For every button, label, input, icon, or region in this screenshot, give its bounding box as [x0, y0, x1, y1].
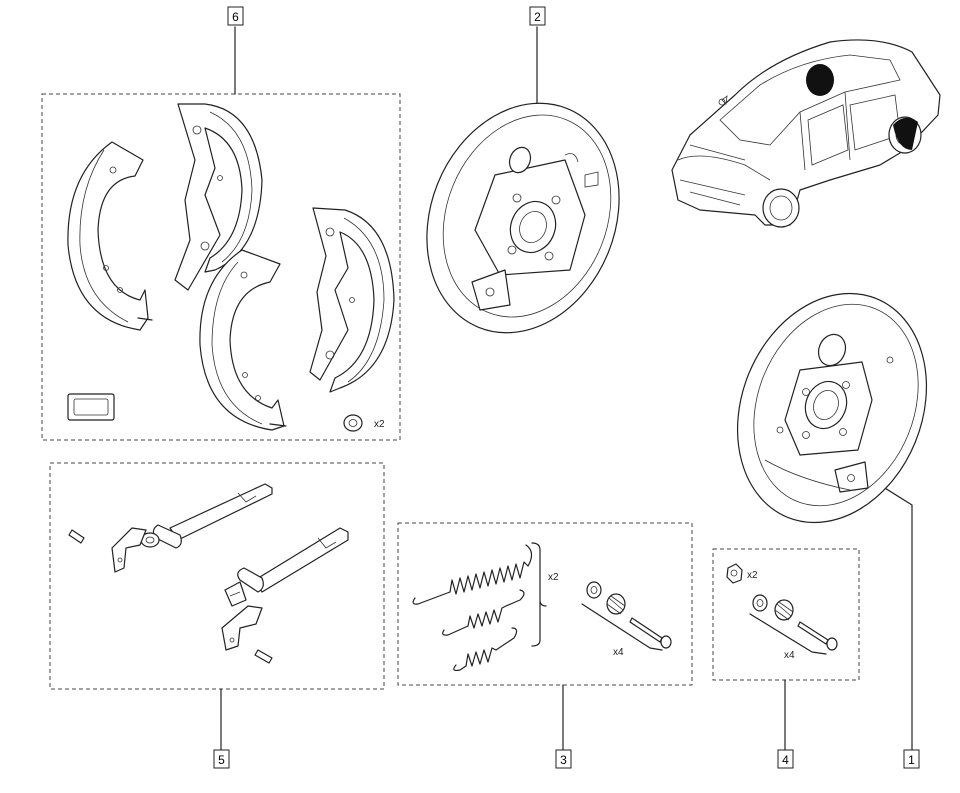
rear-brake-location-marker [806, 64, 834, 96]
group-4-frame [712, 548, 860, 681]
brake-shoe-left [67, 141, 153, 331]
label-4[interactable]: 4 [777, 749, 794, 769]
bracket-hold-down-2 [749, 613, 827, 655]
pin-upper [68, 529, 85, 544]
adjuster-strut-upper [140, 483, 273, 549]
brake-shoe-top-middle [174, 103, 263, 291]
return-spring-short [453, 627, 518, 672]
group-1-leader-line [879, 484, 913, 751]
hold-down-pin [629, 617, 672, 649]
label-3[interactable]: 3 [555, 749, 572, 769]
hold-down-spring [606, 593, 626, 615]
hold-down-pin-2 [797, 621, 838, 651]
adjuster-nut-icon [343, 414, 363, 432]
group-6-frame [41, 93, 401, 441]
brake-shoe-right [309, 207, 395, 393]
group-4-hold-down-kit: 4 x2 x4 [712, 548, 860, 769]
qty-kit4-nut: x2 [747, 570, 758, 581]
brake-backing-plate-rear [736, 292, 928, 524]
bracket-springs [531, 542, 547, 647]
qty-kit4-hold-down: x4 [784, 650, 795, 661]
qty-kit3-hold-down: x4 [613, 647, 624, 658]
wear-indicator-plate [67, 393, 115, 421]
label-6[interactable]: 6 [227, 6, 244, 26]
group-5-frame [49, 462, 385, 690]
label-6-text: 6 [232, 10, 239, 24]
qty-kit3-springs: x2 [548, 572, 559, 583]
lever-lower [221, 605, 263, 651]
group-5-adjuster-kit: 5 [49, 462, 385, 769]
label-5[interactable]: 5 [213, 749, 230, 769]
bracket-hold-down [581, 603, 663, 651]
label-3-text: 3 [560, 753, 567, 767]
hold-down-cup [586, 581, 602, 599]
hold-down-cup-2 [752, 594, 768, 612]
group-3-frame [397, 522, 693, 686]
brake-backing-plate-front [426, 102, 620, 334]
group-2-backing-plate: 2 [426, 6, 620, 334]
qty-kit6-nut: x2 [374, 419, 385, 430]
return-spring-medium [442, 589, 525, 636]
brake-shoe-bottom-middle [199, 249, 287, 431]
lever-upper [111, 527, 147, 573]
group-6-brake-shoe-kit: 6 [41, 6, 401, 441]
label-4-text: 4 [782, 753, 789, 767]
pin-lower [254, 649, 273, 664]
nut-icon [726, 563, 743, 584]
label-1-text: 1 [908, 753, 915, 767]
group-1-backing-plate: 1 [736, 292, 928, 769]
hold-down-spring-2 [774, 599, 794, 621]
group-3-spring-kit: 3 x2 x4 [397, 522, 693, 769]
label-2[interactable]: 2 [529, 6, 546, 26]
return-spring-long [412, 544, 533, 605]
label-2-text: 2 [534, 10, 541, 24]
label-5-text: 5 [218, 753, 225, 767]
adjuster-strut-lower [224, 527, 349, 607]
car-location-illustration [671, 39, 941, 228]
label-1[interactable]: 1 [903, 749, 920, 769]
